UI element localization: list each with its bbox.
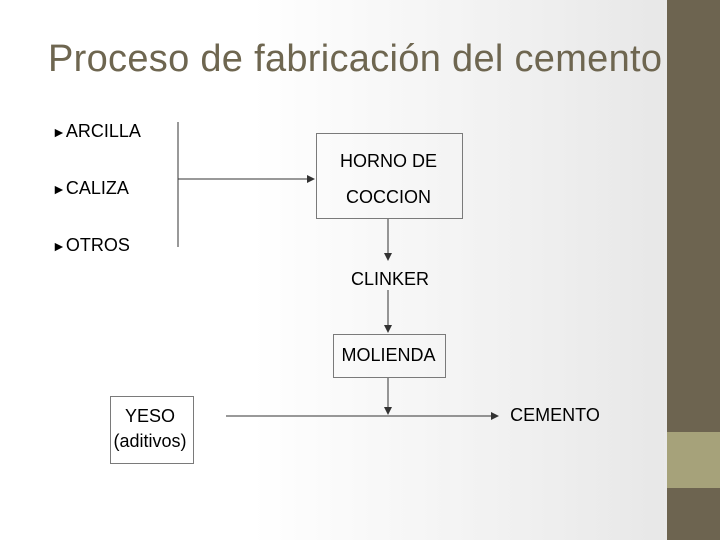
- sidebar-accent-block: [667, 432, 720, 488]
- bullet-arrow-icon: ►: [52, 124, 66, 140]
- yeso-label-line1: YESO: [124, 406, 176, 426]
- yeso-box: [110, 396, 194, 464]
- molienda-label: MOLIENDA: [341, 345, 436, 365]
- bullet-arrow-icon: ►: [52, 181, 66, 197]
- cemento-label: CEMENTO: [510, 405, 600, 425]
- input-arcilla-label: ARCILLA: [65, 121, 141, 141]
- molienda-box: [333, 334, 446, 378]
- bullet-arrow-icon: ►: [52, 238, 66, 254]
- input-caliza-label: CALIZA: [65, 178, 129, 198]
- input-arcilla: ►ARCILLA: [52, 121, 141, 142]
- slide-title: Proceso de fabricación del cemento: [48, 38, 663, 80]
- horno-label-line2: COCCION: [346, 187, 431, 207]
- input-otros: ►OTROS: [52, 235, 130, 256]
- input-otros-label: OTROS: [65, 235, 130, 255]
- sidebar-edge: [664, 0, 667, 540]
- input-caliza: ►CALIZA: [52, 178, 129, 199]
- horno-label-line1: HORNO DE: [339, 151, 437, 171]
- clinker-label: CLINKER: [350, 269, 430, 289]
- yeso-label-line2: (aditivos): [113, 431, 187, 451]
- horno-box: [316, 133, 463, 219]
